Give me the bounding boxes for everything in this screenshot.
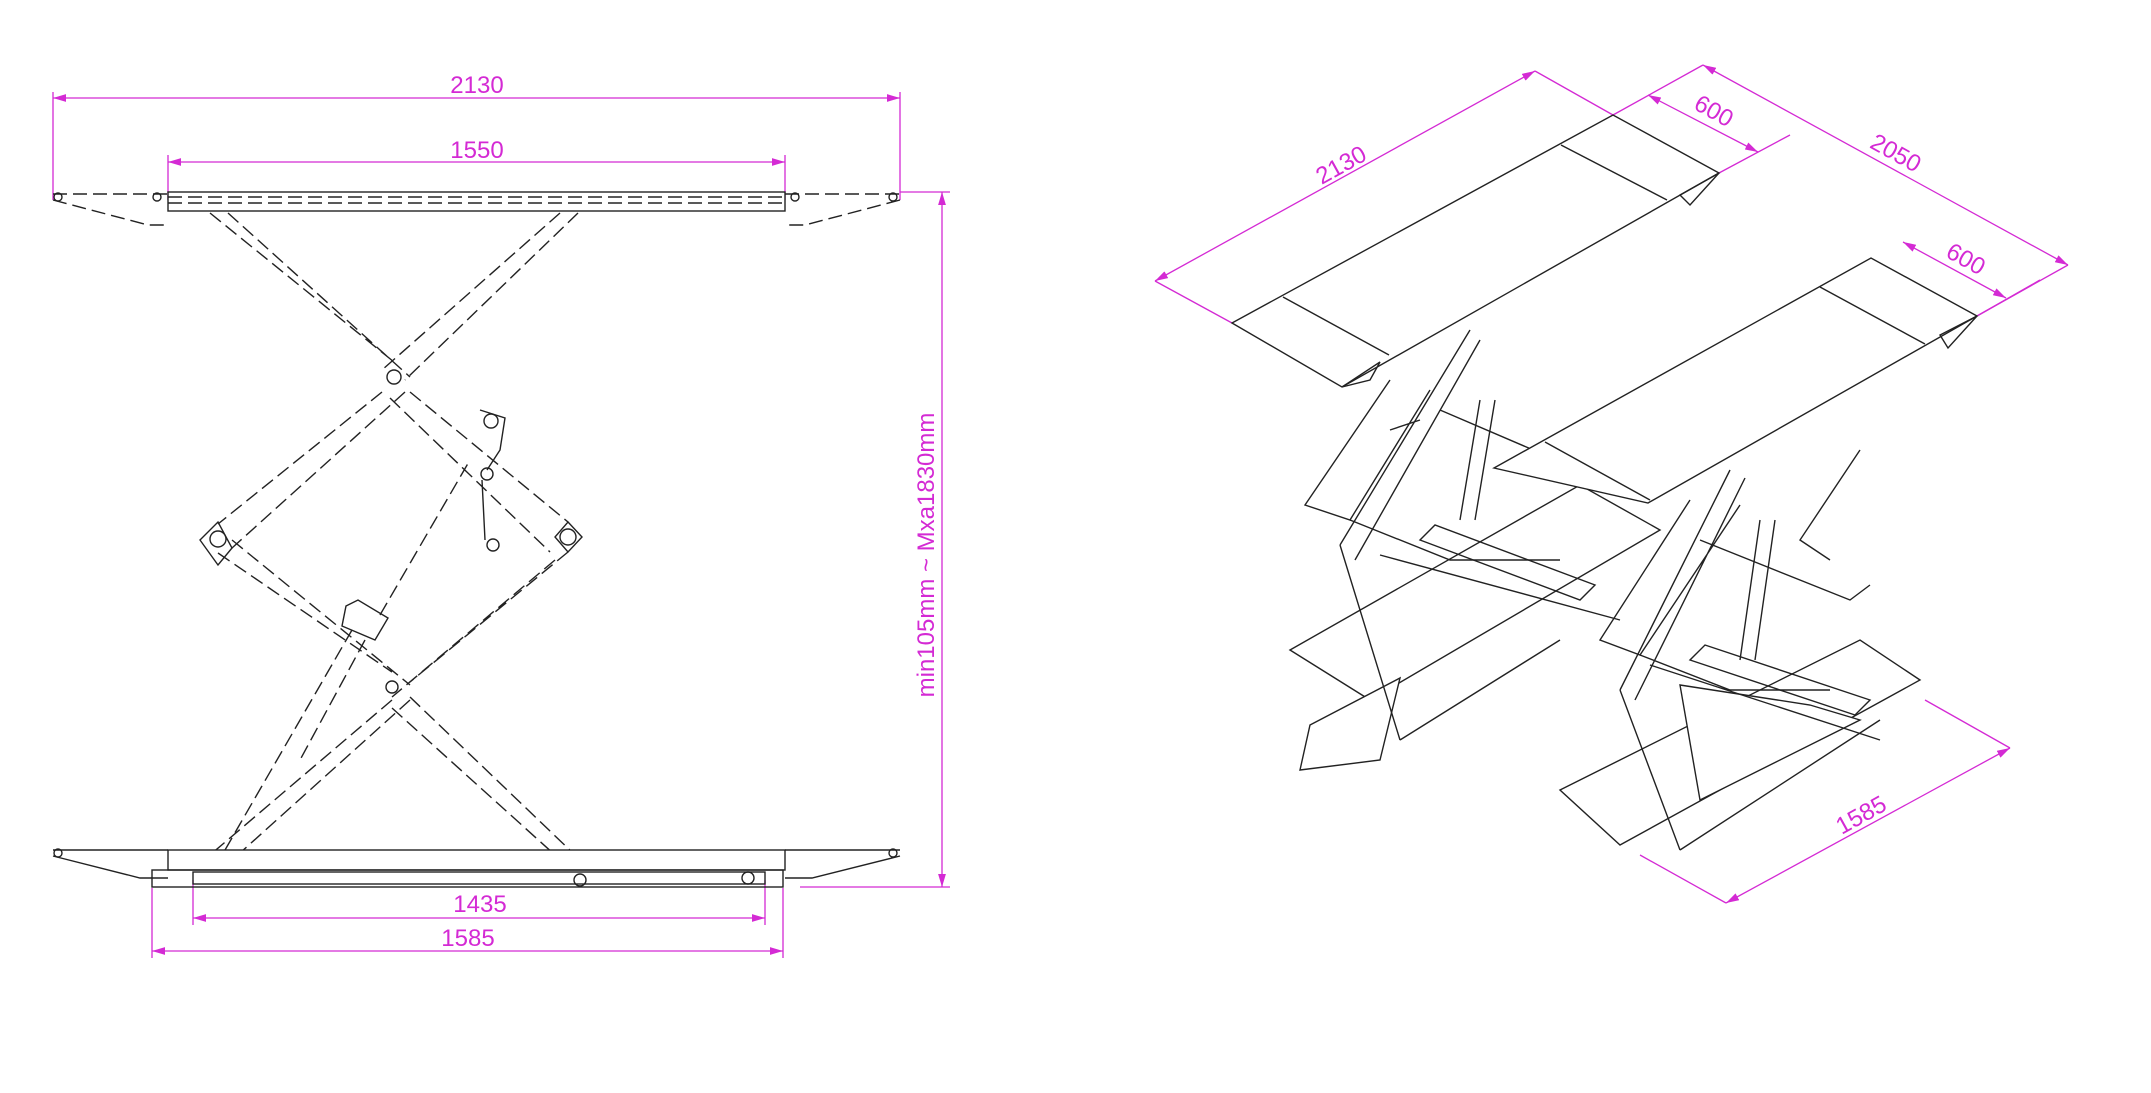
hydraulic-cylinder bbox=[224, 459, 471, 851]
top-platform bbox=[52, 191, 901, 226]
dim-label: 2130 bbox=[1311, 141, 1371, 190]
front-view: 2130 1550 min105mm ~ Mxa1830mm 1435 1585 bbox=[52, 72, 950, 958]
lift-unit-right bbox=[1492, 257, 1979, 851]
dim-label: 1550 bbox=[450, 137, 503, 164]
dim-label: 1435 bbox=[453, 891, 506, 918]
dim-label: 600 bbox=[1690, 90, 1738, 133]
dim-label: 1585 bbox=[1831, 791, 1891, 840]
dim-label: 2130 bbox=[450, 72, 503, 99]
dim-height-range: min105mm ~ Mxa1830mm bbox=[800, 191, 950, 888]
dim-label: 600 bbox=[1942, 238, 1990, 281]
iso-view: 2130 2050 600 600 1585 bbox=[1154, 64, 2069, 904]
lift-unit-left bbox=[1230, 114, 1721, 771]
dim-overall-length: 2130 bbox=[52, 72, 901, 200]
dim-platform-inner-length: 1550 bbox=[167, 137, 786, 200]
base-frame bbox=[52, 848, 901, 888]
dim-label: 1585 bbox=[441, 925, 494, 952]
dim-base-length: 1585 bbox=[151, 888, 784, 958]
dim-label: min105mm ~ Mxa1830mm bbox=[913, 413, 940, 698]
scissor-arms bbox=[199, 212, 583, 863]
